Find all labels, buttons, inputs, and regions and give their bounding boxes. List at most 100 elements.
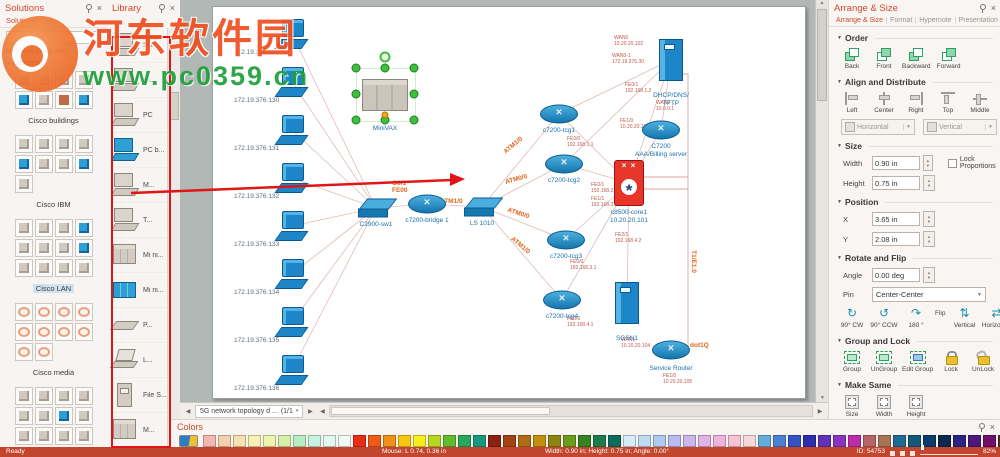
shape-thumbnail[interactable] [14, 175, 33, 193]
color-swatch[interactable] [683, 435, 696, 447]
pin-icon[interactable] [979, 3, 986, 13]
shape-thumbnail[interactable] [34, 135, 53, 153]
shape-thumbnail[interactable] [74, 323, 93, 341]
right-button[interactable]: Right [901, 91, 931, 115]
color-swatch[interactable] [803, 435, 816, 447]
diagram-node-sgsn[interactable] [615, 282, 639, 324]
shape-thumbnail[interactable] [14, 387, 33, 405]
tab-latest[interactable]: La... [43, 16, 59, 25]
color-swatch[interactable] [668, 435, 681, 447]
shape-thumbnail[interactable] [14, 303, 33, 321]
zoom-slider[interactable] [919, 445, 978, 455]
color-swatch[interactable] [743, 435, 756, 447]
chevron-down-icon[interactable]: ▼ [837, 35, 842, 41]
selection-handle[interactable] [380, 63, 390, 73]
width-input[interactable] [872, 156, 920, 170]
library-item[interactable]: File S... [110, 378, 167, 413]
shape-thumbnail[interactable] [74, 387, 93, 405]
ungroup-button[interactable]: UnGroup [869, 350, 899, 374]
width-button[interactable]: Width [869, 394, 899, 419]
color-swatch[interactable] [413, 435, 426, 447]
shape-thumbnail[interactable] [14, 407, 33, 425]
color-swatch[interactable] [443, 435, 456, 447]
color-swatch[interactable] [473, 435, 486, 447]
library-group-label[interactable]: Cisco buildings [28, 116, 79, 125]
color-swatch[interactable] [593, 435, 606, 447]
library-group[interactable]: Cisco LAN [0, 218, 107, 296]
shape-thumbnail[interactable] [54, 259, 73, 277]
shape-thumbnail[interactable] [14, 71, 33, 89]
color-swatch[interactable] [968, 435, 981, 447]
color-swatch[interactable] [833, 435, 846, 447]
chevron-down-icon[interactable]: ▼ [837, 338, 842, 344]
height-input[interactable] [872, 176, 920, 190]
library-group[interactable]: Cisco media [0, 302, 107, 380]
diagram-node-aaa[interactable] [642, 120, 680, 140]
diagram-node-pc4[interactable] [274, 163, 310, 193]
library-item[interactable]: Mi ni... [110, 238, 167, 273]
lock-button[interactable]: Lock [936, 350, 966, 374]
shape-thumbnail[interactable] [74, 219, 93, 237]
color-swatch[interactable] [848, 435, 861, 447]
library-group[interactable]: Cisco multimedia, voice, ph [0, 386, 107, 447]
shape-thumbnail[interactable] [14, 135, 33, 153]
shape-thumbnail[interactable] [54, 71, 73, 89]
angle-stepper[interactable]: ▴▾ [923, 267, 935, 283]
color-swatch[interactable] [458, 435, 471, 447]
tab-format[interactable]: Format [887, 17, 917, 24]
close-icon[interactable]: × [96, 2, 102, 13]
color-swatch[interactable] [503, 435, 516, 447]
shape-thumbnail[interactable] [34, 303, 53, 321]
shape-thumbnail[interactable] [74, 259, 93, 277]
shape-thumbnail[interactable] [34, 407, 53, 425]
diagram-node-tcg4[interactable] [543, 290, 581, 310]
center-button[interactable]: Center [869, 91, 899, 115]
library-item[interactable]: M... [110, 168, 167, 203]
color-swatch[interactable] [773, 435, 786, 447]
shape-thumbnail[interactable] [14, 155, 33, 173]
top-button[interactable]: Top [933, 91, 963, 115]
90-cw-button[interactable]: ↻90° CW [840, 306, 864, 330]
page-tab[interactable]: 5G network topology d ... (1/1 ▾ [195, 404, 304, 418]
hscroll-left-arrow[interactable]: ◀ [320, 408, 325, 415]
color-swatch[interactable] [368, 435, 381, 447]
color-swatch[interactable] [758, 435, 771, 447]
zoom-slider-thumb[interactable] [920, 445, 924, 450]
library-item[interactable]: W... [110, 63, 167, 98]
shape-thumbnail[interactable] [74, 155, 93, 173]
brush-icon[interactable] [179, 435, 198, 447]
diagram-node-pc6[interactable] [274, 259, 310, 289]
color-swatch[interactable] [248, 435, 261, 447]
diagram-node-svc[interactable] [652, 340, 690, 360]
back-button[interactable]: Back [837, 47, 867, 71]
fit-page-icon[interactable] [909, 450, 915, 456]
x-input[interactable] [872, 212, 920, 226]
180-button[interactable]: ↷180 ° [908, 306, 924, 330]
scrollbar-thumb[interactable] [169, 92, 179, 120]
selection-handle[interactable] [409, 63, 419, 73]
breadcrumb[interactable]: Network Diagrams [6, 46, 68, 55]
presentation-icon[interactable] [889, 450, 895, 456]
library-item[interactable]: PC b... [110, 133, 167, 168]
shape-thumbnail[interactable] [54, 387, 73, 405]
diagram-node-pc3[interactable] [274, 115, 310, 145]
y-input[interactable] [872, 232, 920, 246]
shape-thumbnail[interactable] [74, 303, 93, 321]
pin-icon[interactable] [978, 422, 985, 432]
distribute-vertical-dropdown[interactable]: Vertical▼ [923, 119, 997, 135]
selection-handle[interactable] [409, 115, 419, 125]
color-swatch[interactable] [893, 435, 906, 447]
color-swatch[interactable] [638, 435, 651, 447]
shape-thumbnail[interactable] [14, 343, 33, 361]
edit-group-button[interactable]: Edit Group [901, 350, 934, 374]
color-swatch[interactable] [563, 435, 576, 447]
library-group-label[interactable]: Cisco IBM [36, 200, 71, 209]
height-button[interactable]: Height [901, 394, 931, 419]
shape-thumbnail[interactable] [74, 427, 93, 445]
pin-icon[interactable] [85, 3, 92, 13]
color-swatch[interactable] [608, 435, 621, 447]
shape-thumbnail[interactable] [14, 91, 33, 109]
vertical-button[interactable]: ⇅Vertical [953, 306, 976, 330]
y-stepper[interactable]: ▴▾ [923, 231, 935, 247]
color-swatch[interactable] [383, 435, 396, 447]
